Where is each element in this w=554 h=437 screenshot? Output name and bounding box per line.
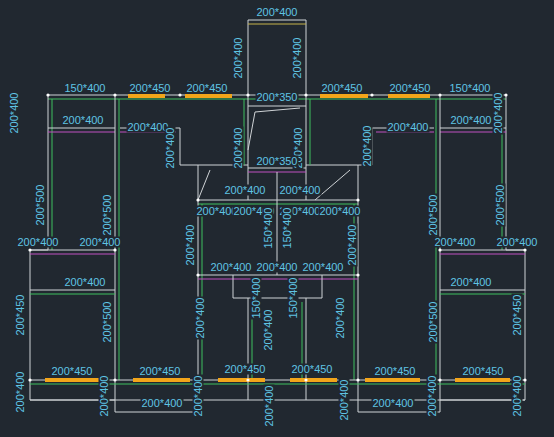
- beam-dimension: 150*400: [251, 277, 262, 320]
- beam-dimension: 150*400: [263, 207, 274, 250]
- beam-dimension: 200*450: [512, 294, 523, 337]
- beam-dimension: 200*400: [302, 262, 345, 273]
- beam-dimension: 200*400: [450, 277, 493, 288]
- beam-dimension: 200*350: [256, 92, 299, 103]
- beam-dimension: 200*400: [263, 309, 274, 352]
- beam-dimension: 200*400: [335, 297, 346, 340]
- beam-dimension: 200*400: [210, 262, 253, 273]
- beam-dimension: 200*400: [62, 115, 105, 126]
- column-dots: [28, 93, 526, 381]
- beam-dimension: 200*400: [372, 398, 415, 409]
- beam-dimension: 200*400: [264, 385, 275, 428]
- beam-dimension: 200*400: [256, 262, 299, 273]
- beam-dimension: 200*400: [17, 237, 60, 248]
- beam-dimension: 200*400: [64, 277, 107, 288]
- beam-dimension: 200*400: [496, 237, 539, 248]
- beam-dimension: 200*400: [79, 237, 122, 248]
- beam-dimension: 200*400: [512, 375, 523, 418]
- beam-dimension: 200*450: [321, 83, 364, 94]
- beam-dimension: 200*400: [347, 224, 358, 267]
- beam-dimension: 200*400: [193, 375, 204, 418]
- beam-dimension: 200*400: [387, 122, 430, 133]
- beam-dimension: 200*400: [339, 379, 350, 422]
- beam-dimension: 200*450: [186, 83, 229, 94]
- beam-dimension: 200*500: [102, 301, 113, 344]
- beam-dimension: 200*400: [256, 7, 299, 18]
- beam-dimension: 150*400: [64, 83, 107, 94]
- beam-dimension: 200*350: [256, 156, 299, 167]
- beam-dimension: 200*450: [374, 366, 417, 377]
- beam-dimension: 200*500: [35, 184, 46, 227]
- beam-dimension: 200*450: [139, 366, 182, 377]
- beam-dimension: 200*450: [224, 364, 267, 375]
- beam-dimension: 200*500: [495, 184, 506, 227]
- beam-dimension: 200*450: [462, 366, 505, 377]
- beam-highlight: [45, 96, 510, 380]
- beam-dimension: 200*400: [362, 125, 373, 168]
- beam-dimension: 200*450: [15, 294, 26, 337]
- beam-dimension: 150*400: [282, 207, 293, 250]
- beam-dimension: 200*450: [291, 364, 334, 375]
- beam-dimension: 200*400: [292, 37, 303, 80]
- beam-dimension: 200*400: [224, 185, 267, 196]
- beam-dimension: 200*400: [493, 92, 504, 135]
- beam-dimension: 200*400: [141, 398, 184, 409]
- beam-dimension: 200*400: [185, 224, 196, 267]
- beam-dimension: 200*400: [9, 92, 20, 135]
- beam-dimension: 200*450: [129, 83, 172, 94]
- beam-dimension: 150*400: [449, 83, 492, 94]
- beam-dimension: 200*400: [233, 127, 244, 170]
- beam-dimension: 200*450: [51, 366, 94, 377]
- beam-dimension: 200*400: [319, 206, 362, 217]
- beam-dimension: 200*400: [434, 237, 477, 248]
- beam-dimension: 200*450: [389, 83, 432, 94]
- beam-dimension: 200*400: [99, 375, 110, 418]
- beam-dimension: 200*400: [427, 375, 438, 418]
- beam-dimension: 200*400: [127, 122, 170, 133]
- beam-dimension: 200*500: [428, 301, 439, 344]
- beam-dimension: 200*500: [102, 194, 113, 237]
- beam-dimension: 200*400: [450, 115, 493, 126]
- beam-dimension: 200*400: [279, 185, 322, 196]
- beam-dimension: 200*500: [428, 194, 439, 237]
- beam-dimension: 200*400: [15, 371, 26, 414]
- beam-dimension: 200*400: [165, 127, 176, 170]
- beam-dimension: 150*400: [288, 277, 299, 320]
- beam-dimension: 200*400: [233, 37, 244, 80]
- beam-dimension: 200*400: [195, 297, 206, 340]
